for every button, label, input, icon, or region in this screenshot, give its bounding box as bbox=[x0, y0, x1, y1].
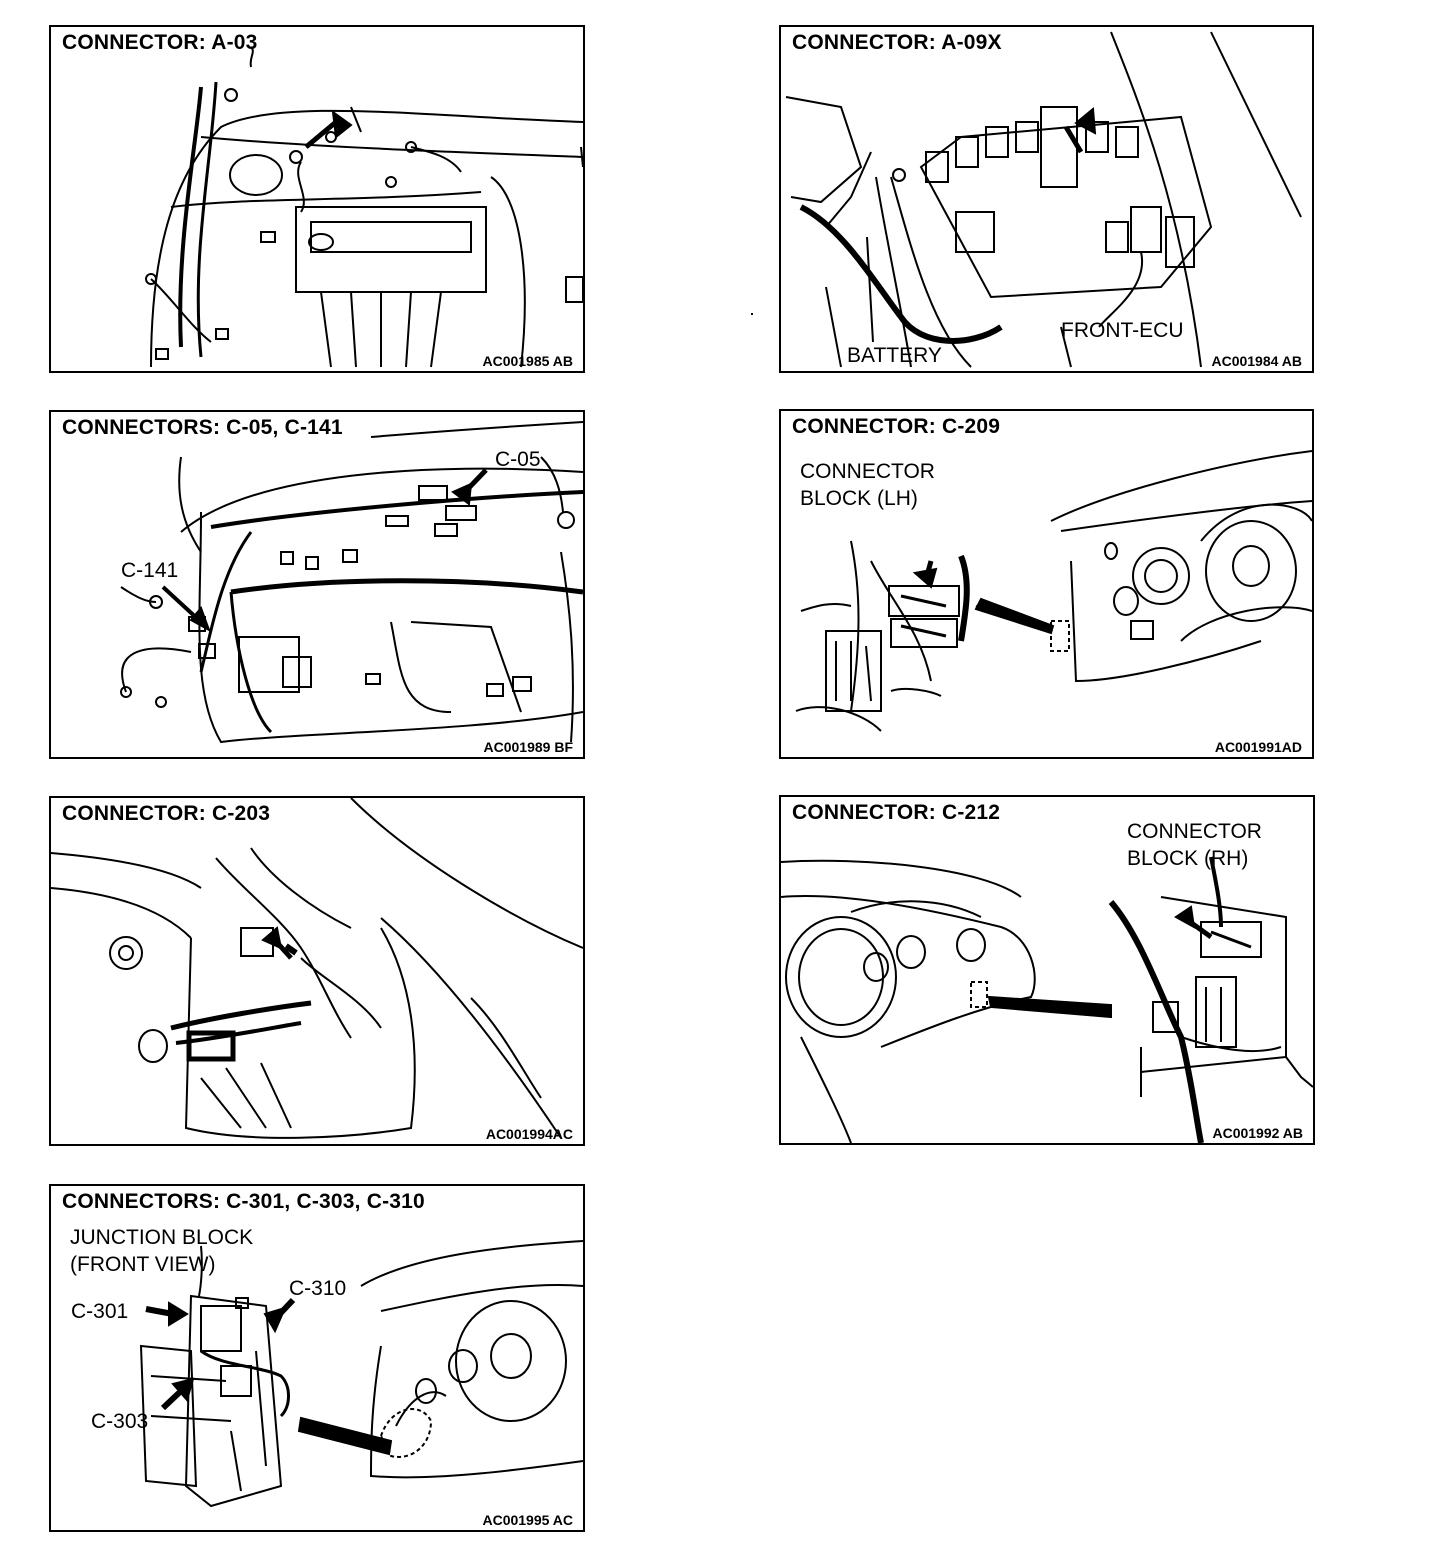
panel-title: CONNECTOR: A-09X bbox=[792, 31, 1002, 54]
label-c303: C-303 bbox=[91, 1410, 149, 1433]
connector-block-rh-illustration bbox=[781, 856, 1313, 1143]
steering-column-illustration bbox=[51, 798, 583, 1139]
label-front-ecu: FRONT-ECU bbox=[1061, 319, 1184, 342]
panel-connector-a03: CONNECTOR: A-03 AC001985 AB bbox=[49, 25, 585, 373]
panel-connector-c212: CONNECTOR: C-212 CONNECTOR BLOCK (RH) AC… bbox=[779, 795, 1315, 1145]
figure-code: AC001995 AC bbox=[482, 1512, 573, 1528]
label-junction-block: JUNCTION BLOCK (FRONT VIEW) bbox=[70, 1226, 254, 1276]
panel-title: CONNECTORS: C-301, C-303, C-310 bbox=[62, 1190, 425, 1213]
panel-connectors-c05-c141: CONNECTORS: C-05, C-141 C-05 C-141 AC001… bbox=[49, 410, 585, 759]
engine-bay-illustration bbox=[145, 46, 583, 368]
figure-code: AC001989 BF bbox=[483, 739, 574, 755]
figure-code: AC001984 AB bbox=[1211, 353, 1302, 369]
connector-block-lh-illustration bbox=[795, 450, 1312, 732]
figure-code: AC001991AD bbox=[1214, 739, 1302, 755]
label-connector-block-rh: CONNECTOR BLOCK (RH) bbox=[1127, 820, 1262, 870]
panel-title: CONNECTOR: C-209 bbox=[792, 415, 1001, 438]
panel-title: CONNECTOR: C-203 bbox=[62, 802, 271, 825]
label-connector-block-lh: CONNECTOR BLOCK (LH) bbox=[800, 460, 935, 510]
panel-connector-c203: CONNECTOR: C-203 AC001994AC bbox=[49, 796, 585, 1146]
dashboard-harness-illustration bbox=[120, 421, 583, 744]
label-battery: BATTERY bbox=[847, 344, 942, 367]
label-c310: C-310 bbox=[289, 1277, 347, 1300]
label-c05: C-05 bbox=[495, 448, 541, 471]
panel-title: CONNECTOR: C-212 bbox=[792, 801, 1001, 824]
panel-title: CONNECTORS: C-05, C-141 bbox=[62, 416, 343, 439]
panel-title: CONNECTOR: A-03 bbox=[62, 31, 258, 54]
panel-connector-c209: CONNECTOR: C-209 CONNECTOR BLOCK (LH) AC… bbox=[779, 409, 1314, 759]
panel-connector-a09x: CONNECTOR: A-09X BATTERY FRONT-ECU AC001… bbox=[779, 25, 1314, 373]
label-c301: C-301 bbox=[71, 1300, 129, 1323]
figure-code: AC001994AC bbox=[485, 1126, 573, 1142]
figure-code: AC001992 AB bbox=[1212, 1125, 1303, 1141]
figure-code: AC001985 AB bbox=[482, 353, 573, 369]
junction-block-illustration bbox=[139, 1240, 583, 1508]
relay-box-illustration bbox=[785, 31, 1302, 368]
panel-connectors-c301-c303-c310: CONNECTORS: C-301, C-303, C-310 JUNCTION… bbox=[49, 1184, 585, 1532]
stray-dot bbox=[751, 313, 753, 315]
label-c141: C-141 bbox=[121, 559, 179, 582]
